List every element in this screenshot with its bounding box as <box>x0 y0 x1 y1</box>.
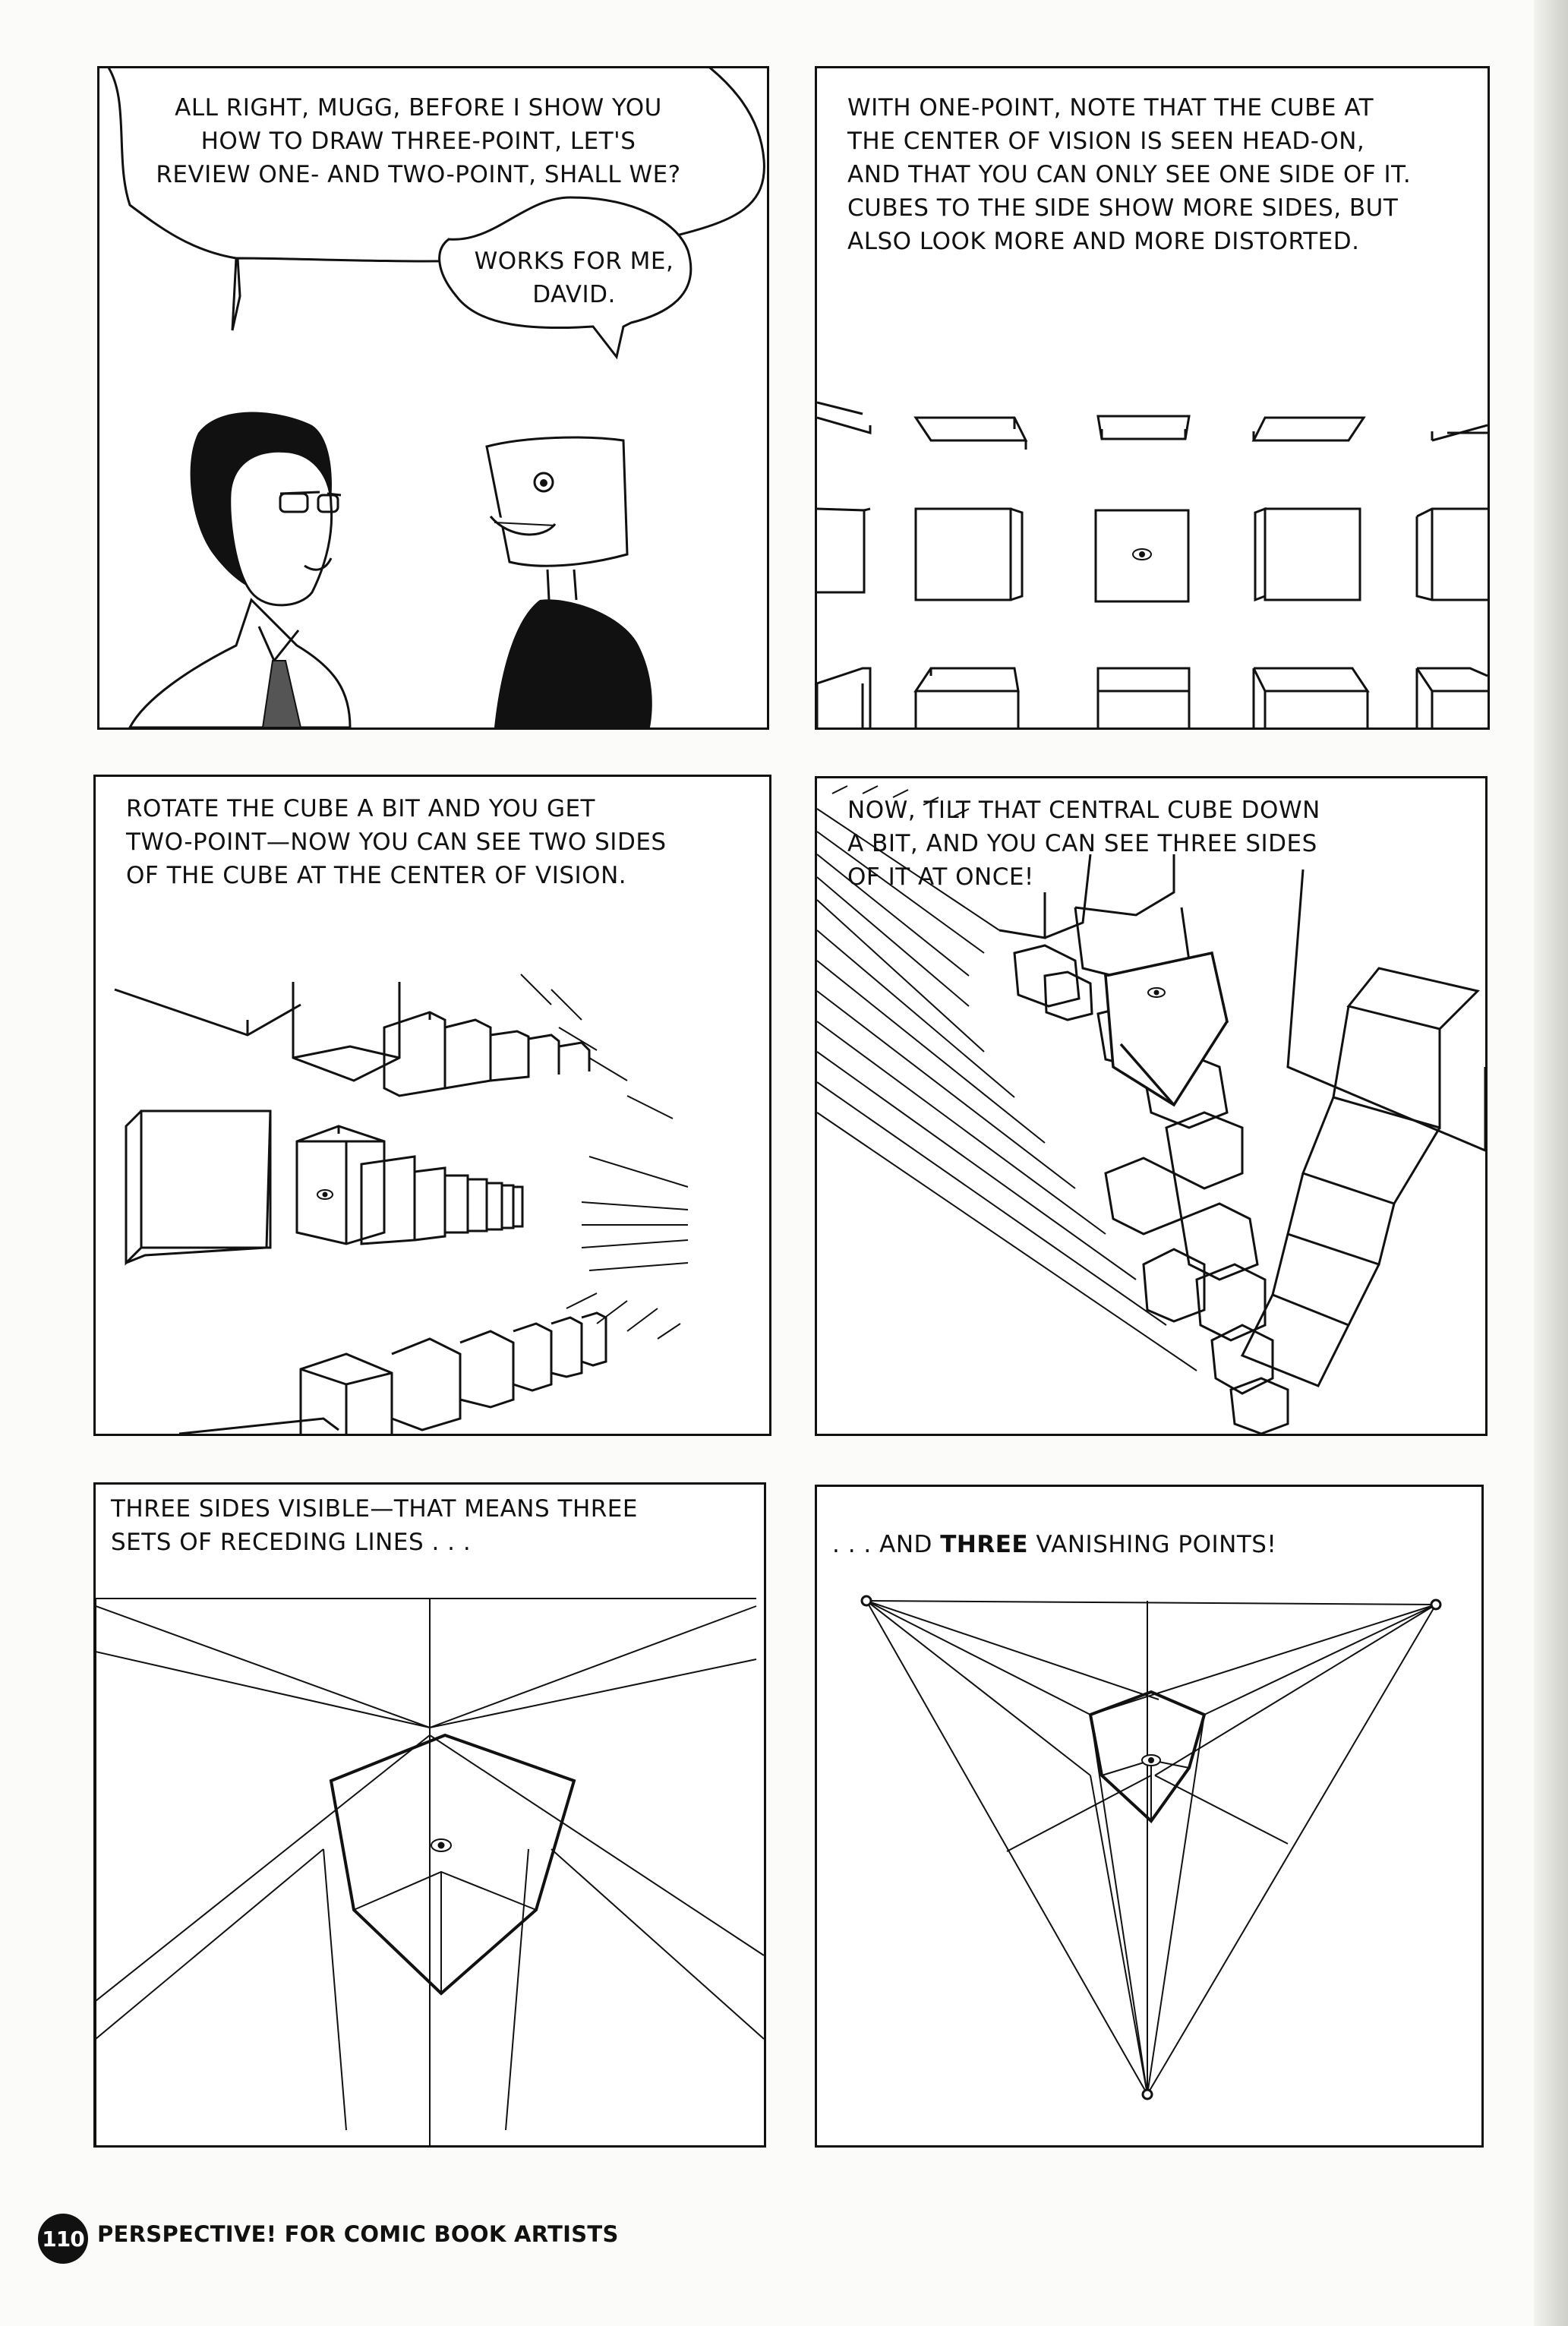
vanishing-point-right-icon <box>1430 1599 1442 1611</box>
david-figure <box>128 412 352 727</box>
eye-icon <box>1141 1754 1161 1766</box>
central-tilted-cube <box>1103 951 1229 1107</box>
panel-3-cube-grid <box>114 974 689 1434</box>
vanishing-point-left-icon <box>860 1595 872 1607</box>
panel-1-conversation: ALL RIGHT, MUGG, BEFORE I SHOW YOU HOW T… <box>97 66 769 730</box>
panel-2-caption: WITH ONE-POINT, NOTE THAT THE CUBE AT TH… <box>847 94 1412 255</box>
vanishing-point-bottom-icon <box>1141 2088 1153 2100</box>
panel-5-diagram <box>96 1598 764 2145</box>
caption-bold-three: THREE <box>940 1531 1029 1558</box>
balloon-mugg-text: WORKS FOR ME, DAVID. <box>474 248 674 308</box>
panel-2-one-point: WITH ONE-POINT, NOTE THAT THE CUBE AT TH… <box>815 66 1490 730</box>
panel-5-caption: THREE SIDES VISIBLE—THAT MEANS THREE SET… <box>111 1495 638 1556</box>
eye-icon <box>1132 548 1152 560</box>
panel-3-two-point: ROTATE THE CUBE A BIT AND YOU GET TWO-PO… <box>93 775 771 1436</box>
panel-4-tilted-cube: NOW, TILT THAT CENTRAL CUBE DOWN A BIT, … <box>815 776 1488 1436</box>
cube-outline <box>329 1733 576 1996</box>
panel-6-caption: . . . AND THREE VANISHING POINTS! <box>832 1494 1470 1561</box>
balloon-mugg-shape <box>438 196 693 360</box>
book-title: PERSPECTIVE! FOR COMIC BOOK ARTISTS <box>97 2221 619 2247</box>
panel-3-caption: ROTATE THE CUBE A BIT AND YOU GET TWO-PO… <box>126 795 667 889</box>
caption-post: VANISHING POINTS! <box>1028 1531 1277 1558</box>
caption-pre: . . . AND <box>832 1531 941 1558</box>
panel-4-caption: NOW, TILT THAT CENTRAL CUBE DOWN A BIT, … <box>847 797 1320 891</box>
panel-5-receding-lines: THREE SIDES VISIBLE—THAT MEANS THREE SET… <box>93 1482 766 2148</box>
panel-4-cube-grid <box>817 785 1485 1434</box>
panel-6-vanishing-points: . . . AND THREE VANISHING POINTS! <box>815 1485 1484 2148</box>
balloon-david-shape <box>107 68 765 331</box>
page-number-badge: 110 <box>38 2214 88 2264</box>
panel-6-diagram <box>860 1595 1442 2100</box>
panel-2-cube-grid <box>817 401 1488 727</box>
page-edge-shadow <box>1534 0 1568 2326</box>
panel-1-art <box>107 68 765 727</box>
balloon-david-text: ALL RIGHT, MUGG, BEFORE I SHOW YOU HOW T… <box>156 94 681 188</box>
eye-icon <box>1147 987 1166 998</box>
eye-icon <box>431 1838 452 1852</box>
eye-icon <box>317 1189 333 1200</box>
mugg-figure <box>485 436 652 727</box>
